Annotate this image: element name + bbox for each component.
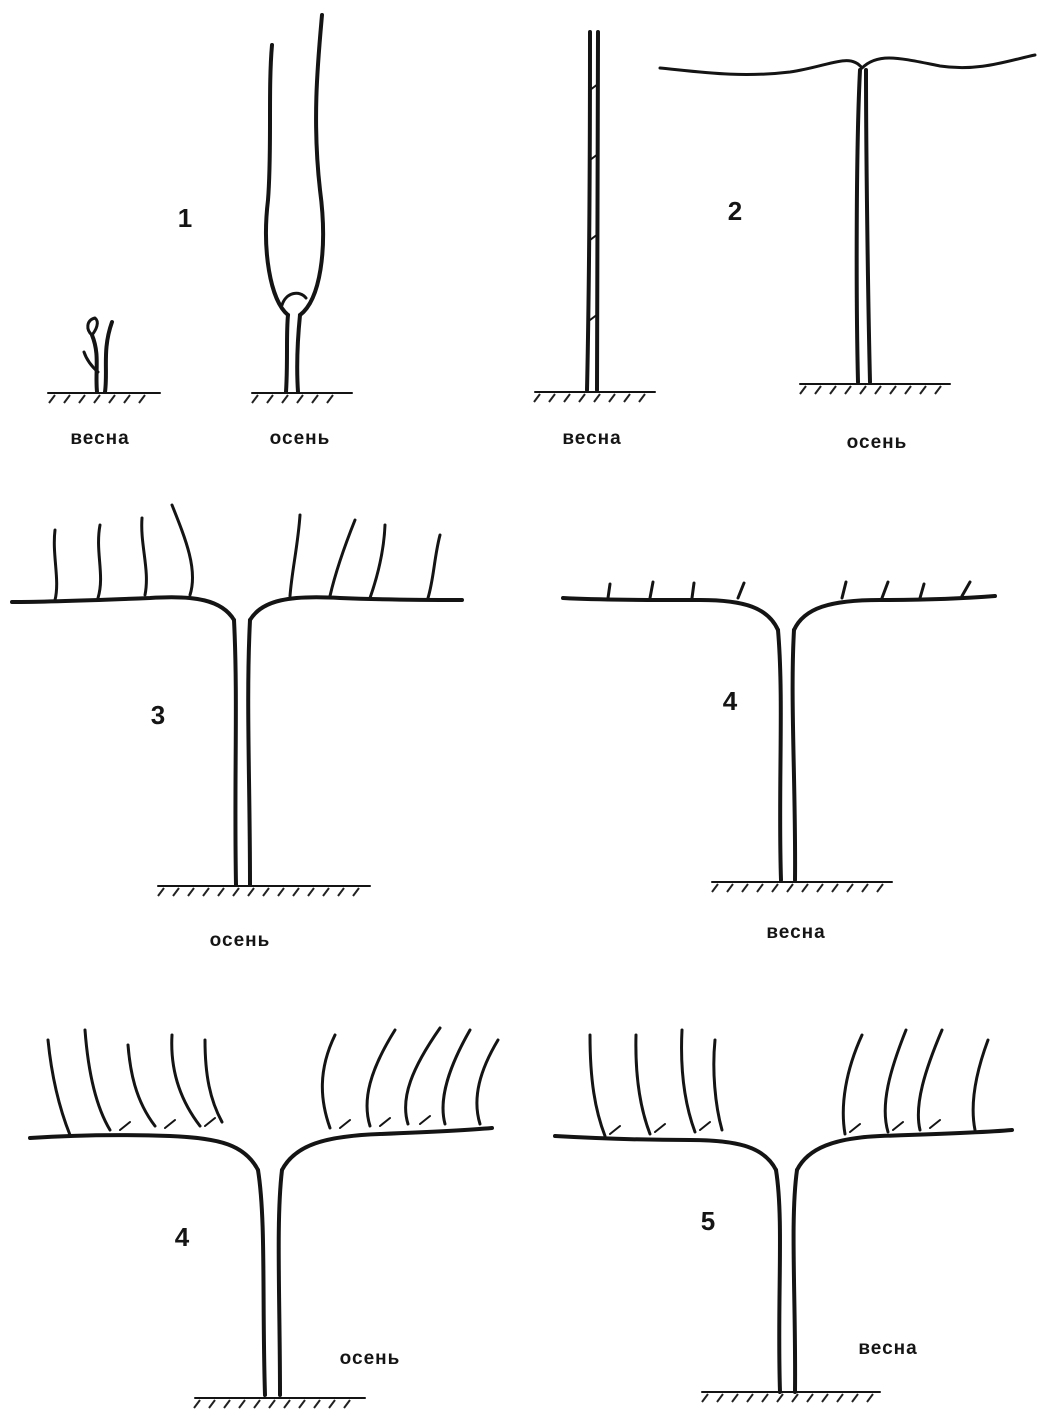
stage-number: 1 xyxy=(178,203,192,234)
figure-4-spring xyxy=(563,582,995,892)
stage-number: 3 xyxy=(151,700,165,731)
stage-number: 5 xyxy=(701,1206,715,1237)
figure-5-spring xyxy=(555,1030,1012,1402)
figure-3-autumn xyxy=(12,505,462,896)
figure-2-autumn xyxy=(660,55,1035,394)
season-label: осень xyxy=(847,432,908,454)
figure-1-autumn xyxy=(252,15,352,403)
figure-2-spring xyxy=(534,32,655,402)
stage-number: 4 xyxy=(175,1222,189,1253)
season-label: осень xyxy=(340,1348,401,1370)
season-label: осень xyxy=(270,428,331,450)
season-label: осень xyxy=(210,930,271,952)
season-label: весна xyxy=(766,922,825,944)
season-label: весна xyxy=(562,428,621,450)
stage-number: 4 xyxy=(723,686,737,717)
figure-1-spring xyxy=(48,318,160,403)
stage-number: 2 xyxy=(728,196,742,227)
season-label: весна xyxy=(70,428,129,450)
season-label: весна xyxy=(858,1338,917,1360)
figure-4-autumn-bottom xyxy=(30,1028,498,1408)
